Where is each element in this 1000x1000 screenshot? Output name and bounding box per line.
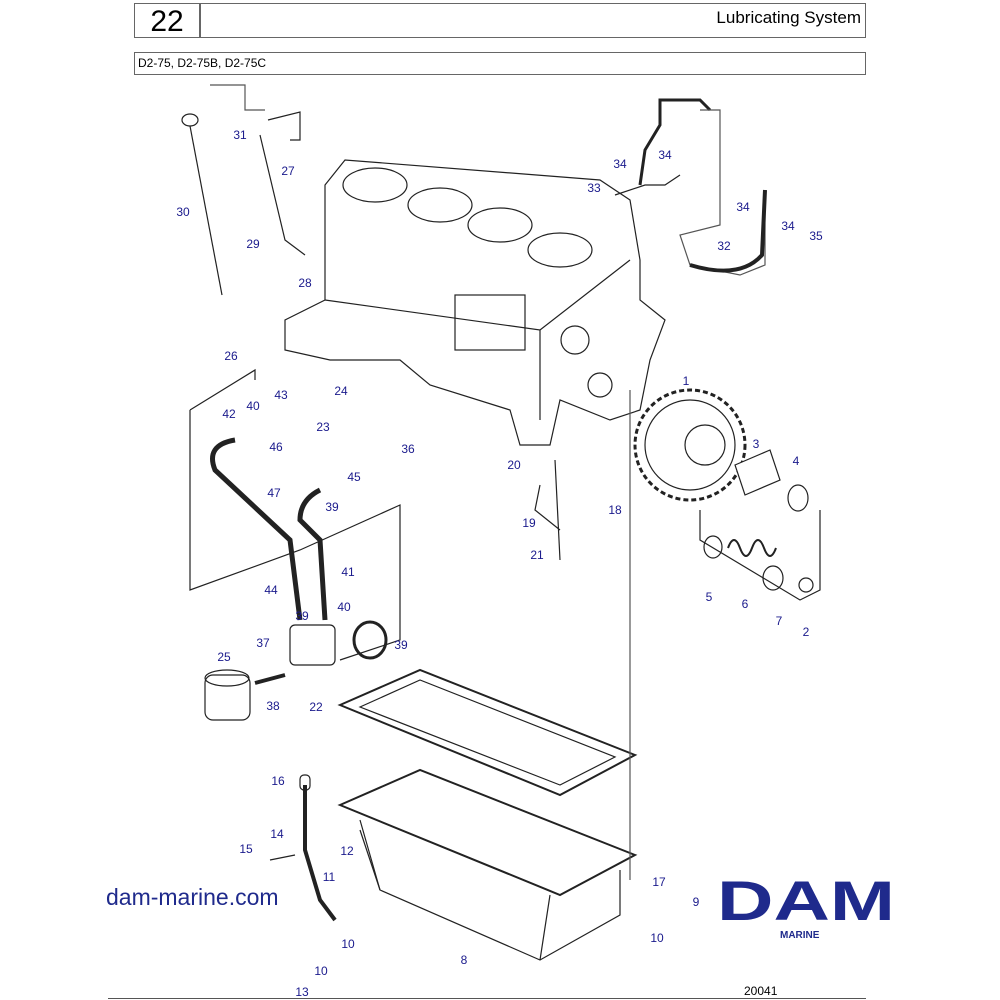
part-callout: 20 bbox=[507, 458, 521, 472]
part-callout: 11 bbox=[322, 870, 336, 884]
part-callout: 18 bbox=[608, 503, 622, 517]
dam-logo: DAM bbox=[717, 876, 895, 926]
part-callout: 7 bbox=[775, 614, 783, 628]
logo-subtext: MARINE bbox=[780, 930, 820, 941]
footer-divider bbox=[108, 998, 866, 999]
part-callout: 25 bbox=[217, 650, 231, 664]
part-callout: 44 bbox=[264, 583, 278, 597]
part-callout: 34 bbox=[736, 200, 750, 214]
part-callout: 27 bbox=[281, 164, 295, 178]
part-callout: 10 bbox=[341, 937, 355, 951]
part-callout: 41 bbox=[341, 565, 355, 579]
title-box: Lubricating System bbox=[200, 3, 866, 38]
part-callout: 37 bbox=[256, 636, 270, 650]
part-callout: 28 bbox=[298, 276, 312, 290]
part-callout: 26 bbox=[224, 349, 238, 363]
page-title: Lubricating System bbox=[716, 8, 861, 27]
part-callout: 30 bbox=[176, 205, 190, 219]
oil-pan bbox=[337, 768, 638, 961]
part-callout: 43 bbox=[274, 388, 288, 402]
engine-block bbox=[284, 159, 666, 446]
part-callout: 5 bbox=[705, 590, 713, 604]
part-callout: 8 bbox=[460, 953, 468, 967]
part-callout: 21 bbox=[530, 548, 544, 562]
part-callout: 23 bbox=[316, 420, 330, 434]
part-callout: 19 bbox=[522, 516, 536, 530]
part-callout: 17 bbox=[652, 875, 666, 889]
relief-valve-parts bbox=[699, 510, 821, 601]
part-callout: 10 bbox=[314, 964, 328, 978]
website-link[interactable]: dam-marine.com bbox=[106, 884, 279, 910]
part-callout: 29 bbox=[246, 237, 260, 251]
part-callout: 13 bbox=[295, 985, 309, 999]
models-box: D2-75, D2-75B, D2-75C bbox=[134, 52, 866, 75]
part-callout: 45 bbox=[347, 470, 361, 484]
part-callout: 16 bbox=[271, 774, 285, 788]
part-callout: 14 bbox=[270, 827, 284, 841]
part-callout: 39 bbox=[325, 500, 339, 514]
part-callout: 33 bbox=[587, 181, 601, 195]
part-callout: 6 bbox=[741, 597, 749, 611]
part-callout: 35 bbox=[809, 229, 823, 243]
oil-pump-gear bbox=[633, 388, 809, 512]
part-callout: 34 bbox=[781, 219, 795, 233]
part-callout: 47 bbox=[267, 486, 281, 500]
part-callout: 39 bbox=[394, 638, 408, 652]
logo-text: DAM bbox=[717, 876, 895, 926]
part-callout: 9 bbox=[692, 895, 700, 909]
part-callout: 22 bbox=[309, 700, 323, 714]
oil-pipes bbox=[614, 98, 767, 276]
section-number: 22 bbox=[134, 3, 200, 38]
part-callout: 34 bbox=[658, 148, 672, 162]
part-callout: 10 bbox=[650, 931, 664, 945]
model-list: D2-75, D2-75B, D2-75C bbox=[138, 56, 267, 70]
part-callout: 15 bbox=[239, 842, 253, 856]
part-callout: 34 bbox=[613, 157, 627, 171]
oil-suction-pipe bbox=[269, 390, 631, 922]
part-callout: 24 bbox=[334, 384, 348, 398]
part-callout: 40 bbox=[337, 600, 351, 614]
part-callout: 4 bbox=[792, 454, 800, 468]
part-callout: 12 bbox=[340, 844, 354, 858]
oil-cooler-lines bbox=[189, 368, 401, 721]
part-callout: 39 bbox=[295, 609, 309, 623]
part-callout: 3 bbox=[752, 437, 760, 451]
part-callout: 40 bbox=[246, 399, 260, 413]
oil-pan-gasket bbox=[337, 668, 638, 797]
part-callout: 38 bbox=[266, 699, 280, 713]
part-callout: 32 bbox=[717, 239, 731, 253]
part-callout: 46 bbox=[269, 440, 283, 454]
dipstick bbox=[181, 84, 306, 296]
part-callout: 36 bbox=[401, 442, 415, 456]
part-callout: 42 bbox=[222, 407, 236, 421]
reference-number: 20041 bbox=[744, 984, 778, 998]
part-callout: 31 bbox=[233, 128, 247, 142]
part-callout: 2 bbox=[802, 625, 810, 639]
part-callout: 1 bbox=[682, 374, 690, 388]
